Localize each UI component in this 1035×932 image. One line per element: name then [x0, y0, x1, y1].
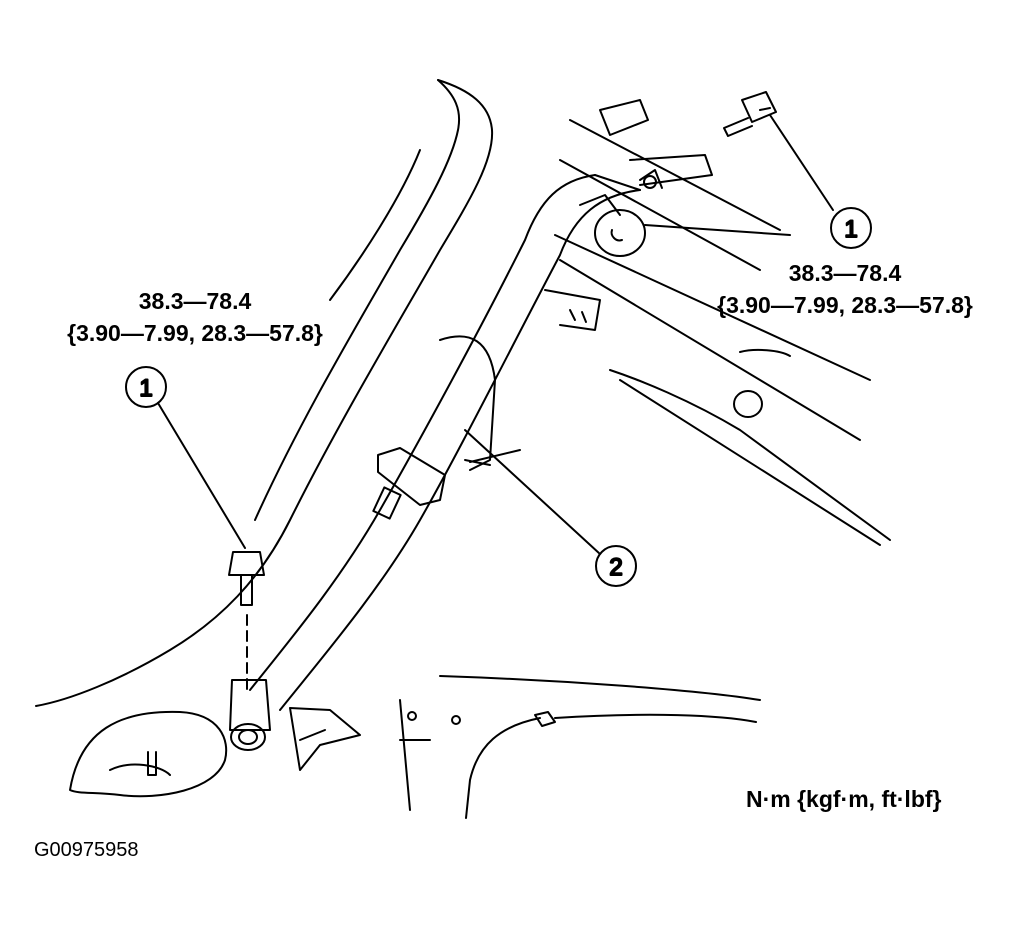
callout-2-label: 2	[609, 554, 622, 581]
upper-anchor-assembly	[544, 99, 713, 331]
units-legend: N·m {kgf·m, ft·lbf}	[746, 786, 942, 812]
lower-anchor-bolt-icon	[228, 551, 265, 691]
belt-guide	[372, 447, 446, 520]
torque-spec-left: 38.3—78.4 {3.90—7.99, 28.3—57.8}	[30, 290, 360, 345]
upper-anchor-bolt-icon	[723, 91, 777, 137]
callout-1-upper-label: 1	[844, 216, 857, 243]
body-panel-lines	[554, 119, 891, 546]
callout-2	[464, 429, 637, 587]
figure-code: G00975958	[34, 839, 139, 861]
callout-1-upper	[644, 114, 872, 249]
lower-trim-panel	[439, 335, 521, 471]
lower-anchor-plate	[229, 679, 271, 751]
floor-panel-and-cable	[399, 675, 761, 819]
torque-converted-left: {3.90—7.99, 28.3—57.8}	[67, 320, 323, 346]
torque-spec-right: 38.3—78.4 {3.90—7.99, 28.3—57.8}	[680, 262, 1010, 317]
seat-belt-webbing	[249, 174, 641, 711]
callout-1-left-label: 1	[139, 375, 152, 402]
torque-value-right: 38.3—78.4	[788, 260, 902, 286]
torque-converted-right: {3.90—7.99, 28.3—57.8}	[717, 292, 973, 318]
pillar-trim	[35, 79, 494, 707]
callout-1-left	[125, 366, 246, 549]
torque-value-left: 38.3—78.4	[138, 288, 252, 314]
floor-sill-area	[69, 707, 361, 798]
